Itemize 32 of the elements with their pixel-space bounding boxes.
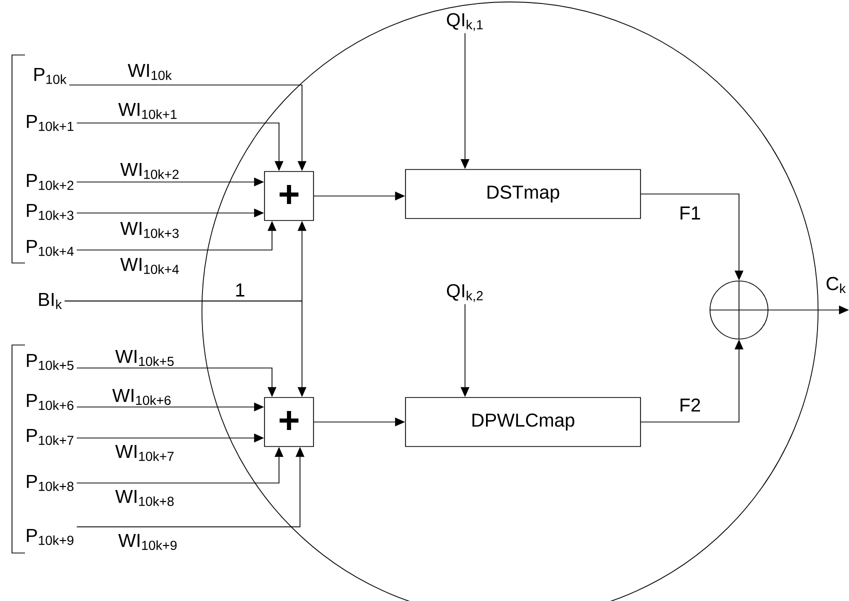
edge-label: F1 (680, 206, 700, 220)
edge-label: WI$_{10k+8}$ (115, 490, 174, 506)
edge-label: WI$_{10k+4}$ (120, 258, 179, 274)
edge-label: WI$_{10k}$ (128, 64, 172, 80)
input-label: P$_{10k+6}$ (26, 394, 74, 410)
input-label: P$_{10k+3}$ (26, 204, 74, 220)
edge-label: WI$_{10k+6}$ (112, 388, 171, 406)
process-box: DPWLCmap (405, 397, 641, 447)
edge-label: F2 (680, 398, 700, 412)
sum-box: + (264, 171, 314, 221)
input-label: P$_{10k+4}$ (26, 240, 74, 256)
input-label: BI$_{k}$ (39, 293, 62, 309)
input-label: P$_{10k+2}$ (26, 174, 74, 190)
edge-label: 1 (236, 284, 244, 296)
xor-circle (709, 280, 769, 340)
input-label: P$_{10k+7}$ (26, 428, 74, 446)
edge-label: WI$_{10k+9}$ (118, 534, 177, 550)
edge-label: WI$_{10k+5}$ (115, 350, 174, 366)
input-label: QI$_{k,2}$ (446, 284, 483, 302)
edge-label: WI$_{10k+2}$ (120, 162, 179, 180)
input-label: P$_{10k+8}$ (26, 474, 74, 492)
input-label: P$_{10k+5}$ (26, 354, 74, 370)
edge-label: WI$_{10k+1}$ (118, 102, 177, 120)
edge-label: C$_{k}$ (826, 276, 846, 294)
sum-box: + (264, 397, 314, 447)
process-box: DSTmap (405, 169, 641, 219)
edge-label: WI$_{10k+3}$ (120, 222, 179, 238)
input-label: P$_{10k}$ (34, 68, 67, 84)
input-label: P$_{10k+1}$ (26, 114, 74, 132)
edge-label: WI$_{10k+7}$ (115, 444, 174, 462)
input-label: QI$_{k,1}$ (446, 13, 483, 31)
input-label: P$_{10k+9}$ (26, 528, 74, 546)
